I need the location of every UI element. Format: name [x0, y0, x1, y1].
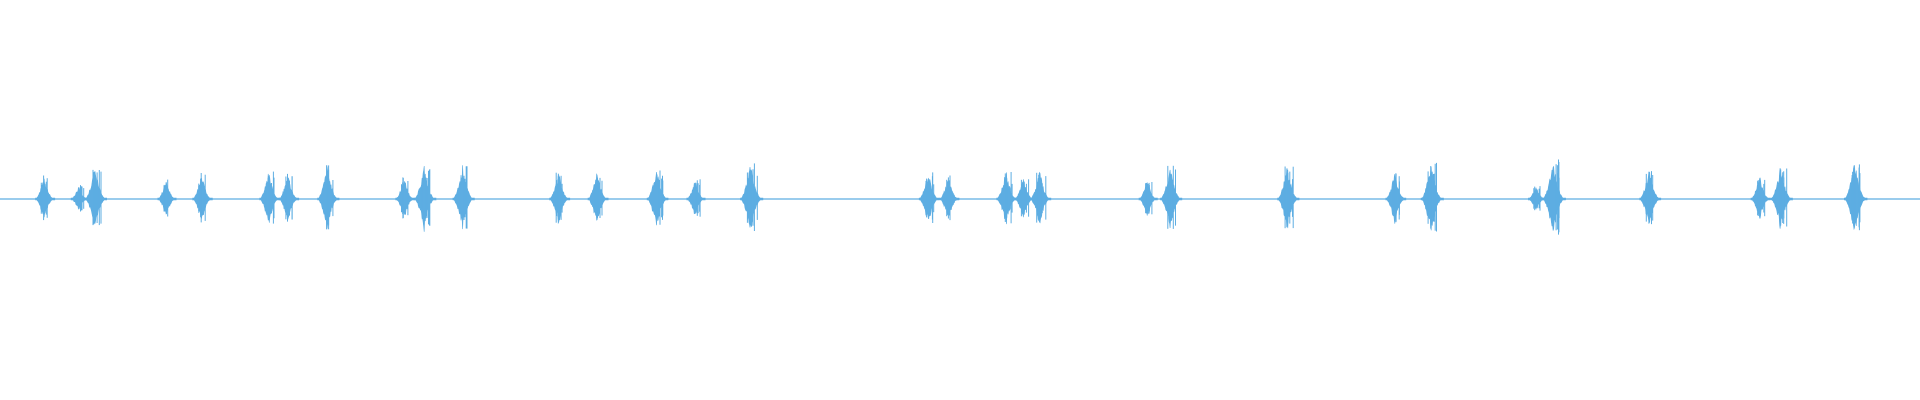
- waveform-burst: [1542, 165, 1566, 231]
- waveform-burst: [1420, 166, 1444, 231]
- waveform-burst: [646, 171, 669, 226]
- waveform-burst: [85, 171, 107, 225]
- waveform-burst: [1160, 169, 1183, 229]
- waveform-burst: [395, 181, 415, 216]
- waveform-burst: [278, 175, 300, 221]
- waveform-burst: [192, 178, 213, 219]
- waveform-burst: [157, 181, 177, 215]
- waveform-bursts: [35, 159, 1868, 235]
- waveform-burst: [1770, 167, 1793, 229]
- waveform-burst: [414, 165, 437, 232]
- waveform-burst: [1750, 177, 1771, 219]
- waveform-burst: [1138, 182, 1158, 216]
- waveform-burst: [549, 173, 571, 225]
- waveform-burst: [35, 178, 56, 218]
